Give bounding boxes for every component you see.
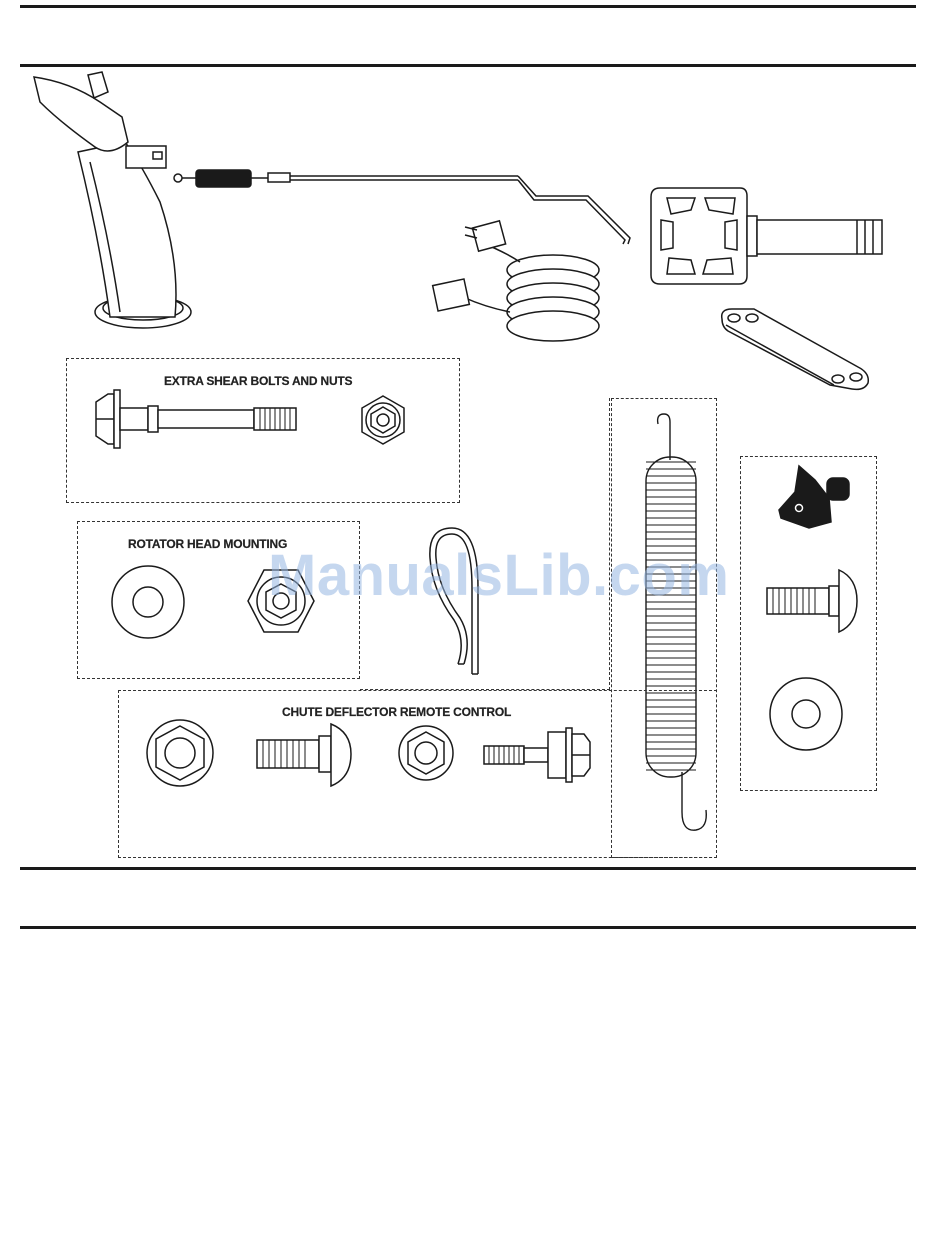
chute-crank-handle xyxy=(645,180,890,290)
header-rule xyxy=(20,64,916,67)
hex-flange-bolt xyxy=(482,726,594,784)
wing-knob xyxy=(775,462,855,532)
extension-cord xyxy=(425,212,615,347)
shear-bolt xyxy=(92,390,304,448)
flange-lock-nut xyxy=(144,718,216,788)
top-rule xyxy=(20,5,916,8)
crank-bracket xyxy=(718,305,878,395)
hex-nut xyxy=(397,722,455,784)
figure-bottom-rule xyxy=(20,867,916,870)
section-rule xyxy=(20,926,916,929)
flat-washer xyxy=(110,564,186,640)
group-label-rotator-head-mounting: ROTATOR HEAD MOUNTING xyxy=(128,537,287,551)
knob-washer xyxy=(768,676,844,752)
carriage-bolt xyxy=(765,568,860,634)
group-label-extra-shear-bolts: EXTRA SHEAR BOLTS AND NUTS xyxy=(164,374,352,388)
carriage-bolt-small xyxy=(255,722,355,788)
group-label-chute-deflector: CHUTE DEFLECTOR REMOTE CONTROL xyxy=(282,705,511,719)
watermark: ManualsLib.com xyxy=(268,542,729,609)
